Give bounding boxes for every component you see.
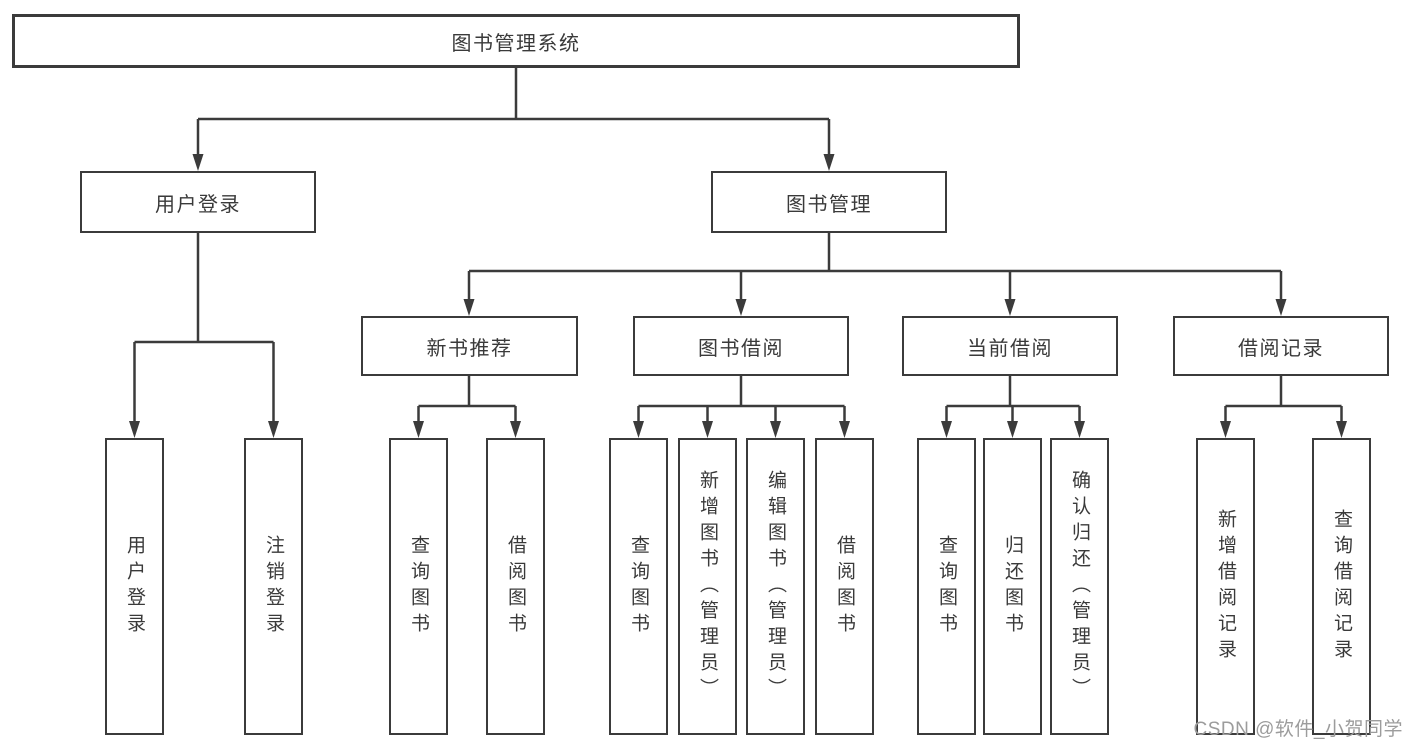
node-label: 新书推荐 bbox=[426, 337, 513, 360]
watermark: CSDN @软件_小贺同学 bbox=[1193, 719, 1403, 740]
node-current-borrowing: 当前借阅 bbox=[902, 316, 1118, 376]
node-label: 图书管理 bbox=[786, 193, 872, 216]
leaf-edit-book-admin: 编辑图书（管理员） bbox=[746, 438, 805, 735]
node-book-management: 图书管理 bbox=[711, 171, 947, 233]
node-label: 图书管理系统 bbox=[451, 32, 581, 55]
leaf-query-books-newrec: 查询图书 bbox=[389, 438, 448, 735]
node-new-book-recommendation: 新书推荐 bbox=[361, 316, 578, 376]
node-label: 查询图书 bbox=[628, 534, 649, 639]
leaf-borrow-books-borrow: 借阅图书 bbox=[815, 438, 874, 735]
leaf-query-books-current: 查询图书 bbox=[917, 438, 976, 735]
node-label: 新增借阅记录 bbox=[1215, 508, 1236, 665]
node-user-login: 用户登录 bbox=[80, 171, 316, 233]
node-label: 借阅图书 bbox=[505, 534, 526, 639]
leaf-confirm-return-admin: 确认归还（管理员） bbox=[1050, 438, 1109, 735]
node-label: 确认归还（管理员） bbox=[1069, 469, 1090, 704]
arrow-stems bbox=[133, 119, 1343, 423]
node-library-management-system: 图书管理系统 bbox=[12, 14, 1020, 68]
node-label: 借阅图书 bbox=[834, 534, 855, 639]
node-borrowing-records: 借阅记录 bbox=[1173, 316, 1389, 376]
leaf-add-book-admin: 新增图书（管理员） bbox=[678, 438, 737, 735]
node-label: 借阅记录 bbox=[1238, 337, 1324, 360]
leaf-borrow-books-newrec: 借阅图书 bbox=[486, 438, 545, 735]
node-label: 用户登录 bbox=[155, 193, 241, 216]
node-label: 查询图书 bbox=[936, 534, 957, 639]
node-label: 当前借阅 bbox=[967, 337, 1053, 360]
leaf-return-book: 归还图书 bbox=[983, 438, 1042, 735]
node-label: 用户登录 bbox=[124, 534, 145, 639]
leaf-query-borrow-record: 查询借阅记录 bbox=[1312, 438, 1371, 735]
leaf-user-login: 用户登录 bbox=[105, 438, 164, 735]
node-label: 查询借阅记录 bbox=[1331, 508, 1352, 665]
node-label: 归还图书 bbox=[1002, 534, 1023, 639]
leaf-query-books-borrow: 查询图书 bbox=[609, 438, 668, 735]
node-label: 注销登录 bbox=[263, 534, 284, 639]
node-label: 编辑图书（管理员） bbox=[765, 469, 786, 704]
leaf-logout: 注销登录 bbox=[244, 438, 303, 735]
node-label: 新增图书（管理员） bbox=[697, 469, 718, 704]
leaf-add-borrow-record: 新增借阅记录 bbox=[1196, 438, 1255, 735]
node-label: 图书借阅 bbox=[698, 337, 784, 360]
node-label: 查询图书 bbox=[408, 534, 429, 639]
node-book-borrowing: 图书借阅 bbox=[633, 316, 849, 376]
